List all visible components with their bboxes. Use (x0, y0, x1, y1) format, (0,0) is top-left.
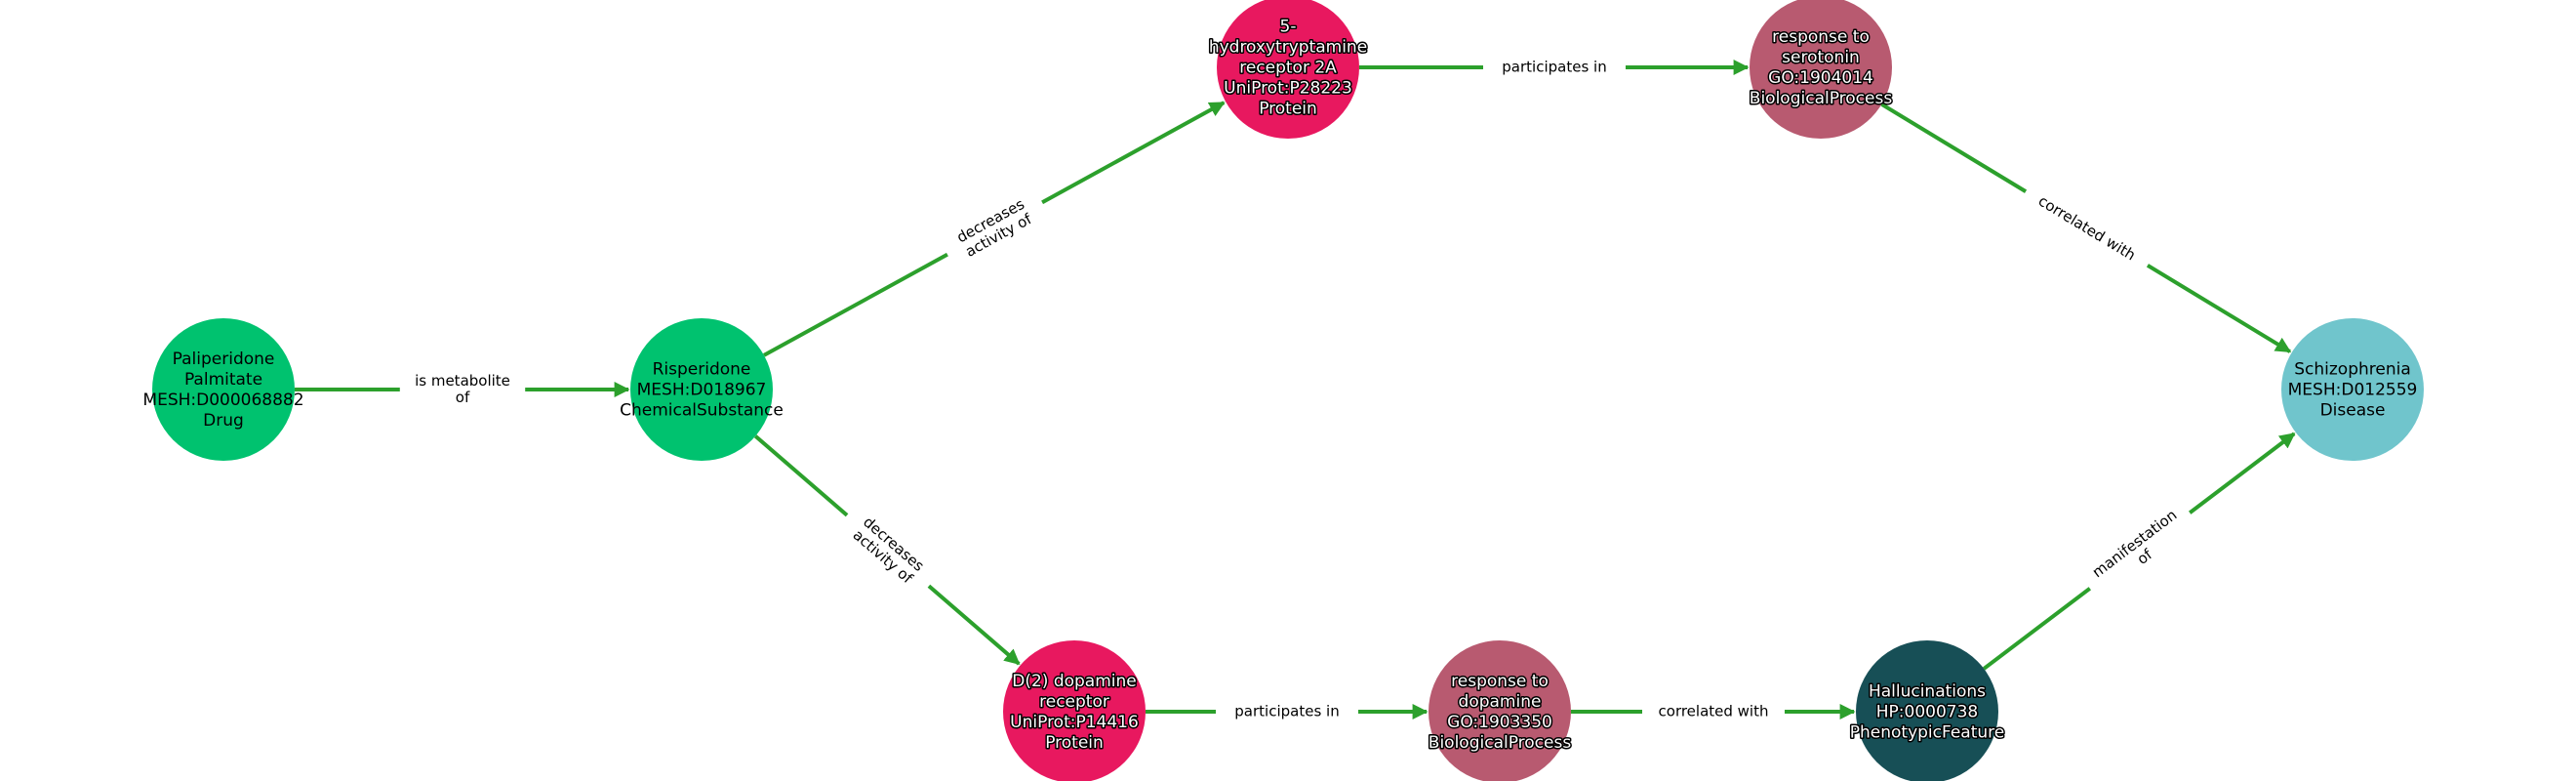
edge-label: correlated with (2020, 183, 2153, 274)
node-circle (1003, 640, 1146, 781)
edge-label-background (2020, 183, 2153, 274)
edge-label-text: of (456, 389, 470, 406)
node-circle (630, 318, 773, 461)
edge-label-text: is metabolite (415, 372, 510, 390)
node-circle (2281, 318, 2424, 461)
node-label: receptor (1039, 692, 1109, 712)
node-label: Disease (2320, 401, 2386, 421)
node-hallucinations[interactable]: HallucinationsHP:0000738PhenotypicFeatur… (1848, 640, 2006, 781)
edge-label-background (1216, 701, 1358, 722)
node-circle (1217, 0, 1359, 139)
node-drd2[interactable]: D(2) dopaminereceptorUniProt:P14416Prote… (1003, 640, 1146, 781)
node-dopamine[interactable]: response todopamineGO:1903350BiologicalP… (1427, 640, 1573, 781)
nodes-layer: PaliperidonePalmitateMESH:D000068882Drug… (142, 0, 2424, 781)
edge-label: correlated with (1642, 701, 1785, 722)
node-label: D(2) dopamine (1012, 672, 1137, 691)
node-label: ChemicalSubstance (620, 401, 784, 421)
node-serotonin[interactable]: response toserotoninGO:1904014Biological… (1748, 0, 1894, 139)
node-circle (1429, 640, 1571, 781)
node-label: BiologicalProcess (1429, 733, 1572, 753)
node-label: MESH:D000068882 (142, 390, 303, 410)
node-label: Schizophrenia (2294, 360, 2411, 380)
node-circle (1856, 640, 1998, 781)
node-label: Hallucinations (1869, 682, 1986, 702)
node-label: 5- (1280, 18, 1297, 37)
edge-label-background (399, 371, 526, 408)
node-label: MESH:D012559 (2288, 381, 2418, 400)
node-label: GO:1904014 (1768, 68, 1873, 88)
edge-htr2a-serotonin[interactable]: participates in (1359, 57, 1750, 78)
edge-drd2-dopamine[interactable]: participates in (1146, 701, 1429, 722)
node-label: PhenotypicFeature (1850, 723, 2005, 743)
node-label: Protein (1259, 100, 1317, 119)
node-label: UniProt:P14416 (1010, 713, 1139, 732)
node-label: HP:0000738 (1876, 703, 1978, 722)
node-circle (1750, 0, 1892, 139)
node-label: serotonin (1782, 48, 1860, 67)
node-label: Palmitate (184, 370, 262, 390)
edge-label-background (1642, 701, 1785, 722)
node-label: GO:1903350 (1447, 713, 1552, 732)
edge-label-background (2078, 498, 2201, 603)
edge-label-text: correlated with (2035, 192, 2139, 265)
node-circle (152, 318, 295, 461)
edge-label: participates in (1483, 57, 1626, 78)
node-label: Risperidone (653, 360, 751, 380)
edge-label: participates in (1216, 701, 1358, 722)
node-label: hydroxytryptamine (1209, 38, 1367, 58)
edge-label-background (834, 501, 942, 600)
node-label: UniProt:P28223 (1224, 79, 1352, 99)
node-label: receptor 2A (1239, 59, 1337, 78)
edge-label-text: participates in (1502, 59, 1606, 76)
edge-label-background (1483, 57, 1626, 78)
edge-label-text: correlated with (1659, 703, 1769, 720)
node-label: Drug (203, 411, 244, 431)
node-label: dopamine (1459, 692, 1542, 712)
edge-label-text: participates in (1234, 703, 1339, 720)
edge-label-background (938, 185, 1052, 271)
edge-serotonin-schizophrenia[interactable]: correlated with (1880, 103, 2292, 353)
edge-dopamine-hallucinations[interactable]: correlated with (1571, 701, 1856, 722)
node-label: response to (1772, 27, 1870, 47)
node-label: Paliperidone (173, 349, 275, 369)
node-label: MESH:D018967 (637, 381, 767, 400)
node-label: response to (1451, 672, 1549, 691)
node-label: BiologicalProcess (1750, 89, 1893, 108)
node-label: Protein (1045, 733, 1104, 753)
